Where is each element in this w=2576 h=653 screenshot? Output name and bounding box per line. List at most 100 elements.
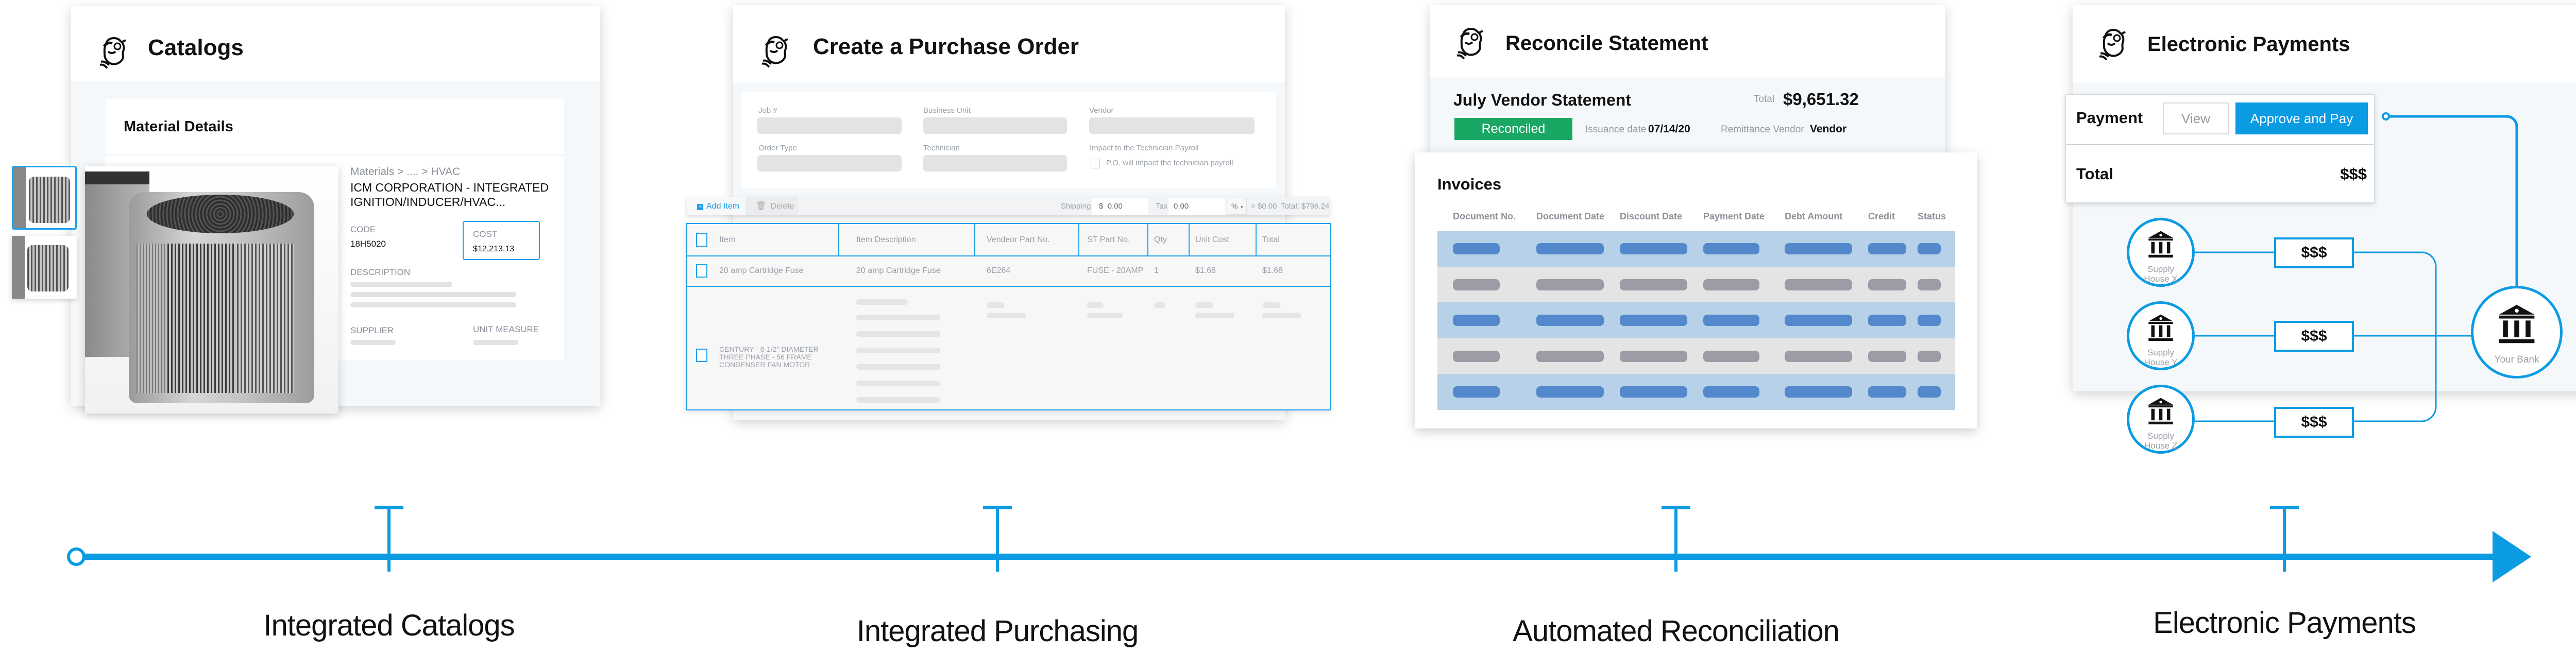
- placeholder-pill: [1918, 315, 1941, 326]
- placeholder-pill: [1868, 350, 1906, 362]
- technician-input[interactable]: [923, 155, 1067, 171]
- panel-header: Create a Purchase Order: [733, 5, 1285, 82]
- code-label: CODE: [350, 225, 376, 234]
- panel-header: Catalogs: [71, 6, 600, 81]
- po-total: Total: $796.24: [1281, 202, 1330, 211]
- placeholder-pill: [1536, 386, 1604, 398]
- invoice-row[interactable]: [1437, 302, 1955, 338]
- page-title: Reconcile Statement: [1505, 32, 1708, 55]
- placeholder-pill: [1536, 350, 1604, 362]
- timeline-tick-cap: [983, 506, 1012, 509]
- column-header: Debt Amount: [1785, 211, 1843, 221]
- po-form: Job # Business Unit Vendor Order Type Te…: [741, 92, 1276, 188]
- row-checkbox[interactable]: [696, 264, 707, 278]
- flow-line-approve-to-bank: [2389, 115, 2518, 286]
- row-checkbox[interactable]: [696, 349, 707, 362]
- placeholder-pill: [1620, 386, 1687, 398]
- reconcile-panel: Reconcile Statement July Vendor Statemen…: [1430, 5, 1945, 160]
- placeholder-bar: [856, 397, 940, 403]
- milestone-label: Automated Reconciliation: [1513, 614, 1840, 648]
- timeline-arrowhead: [2493, 531, 2531, 582]
- placeholder-pill: [1918, 350, 1941, 362]
- placeholder-pill: [1620, 315, 1687, 326]
- invoice-row[interactable]: [1437, 374, 1955, 410]
- placeholder-pill: [1536, 279, 1604, 290]
- placeholder-bar: [1195, 302, 1213, 308]
- tax-unit-select[interactable]: % ▼: [1228, 198, 1247, 215]
- unit-measure-label: UNIT MEASURE: [473, 324, 539, 334]
- placeholder-pill: [1536, 243, 1604, 254]
- product-name: ICM CORPORATION - INTEGRATED IGNITION/IN…: [350, 181, 549, 209]
- placeholder-pill: [1785, 350, 1852, 362]
- placeholder-pill: [1620, 350, 1687, 362]
- invoice-row[interactable]: [1437, 231, 1955, 267]
- page-title: Electronic Payments: [2147, 33, 2350, 56]
- product-image: [85, 166, 338, 414]
- milestone-label: Integrated Purchasing: [856, 614, 1139, 648]
- trash-icon: 🗑: [756, 202, 767, 211]
- vendor-input[interactable]: [1089, 117, 1255, 134]
- cost-field[interactable]: COST $12,213.13: [463, 221, 540, 260]
- shipping-input[interactable]: $ 0.00: [1092, 198, 1148, 215]
- invoice-row[interactable]: [1437, 338, 1955, 374]
- payment-total: $$$: [2340, 165, 2367, 183]
- thumbnail-1[interactable]: [12, 166, 77, 230]
- approve-and-pay-button[interactable]: Approve and Pay: [2235, 102, 2368, 134]
- column-header: Document Date: [1536, 211, 1605, 221]
- page-title: Catalogs: [148, 35, 244, 60]
- placeholder-bar: [856, 381, 940, 386]
- timeline-tick-cap: [375, 506, 403, 509]
- amount-box-y: $$$: [2274, 321, 2354, 352]
- milestone-label: Integrated Catalogs: [263, 609, 515, 642]
- bank-icon: [2147, 313, 2175, 343]
- thumbnail-2[interactable]: [12, 236, 77, 299]
- placeholder-pill: [1453, 279, 1500, 290]
- po-items-table: Item Item Description Vendeor Part No. S…: [686, 223, 1331, 410]
- table-row[interactable]: CENTURY - 6-1/2" DIAMETER THREE PHASE - …: [687, 288, 1330, 409]
- job-input[interactable]: [757, 117, 902, 134]
- placeholder-bar: [856, 331, 940, 337]
- timeline-tick-cap: [2270, 506, 2299, 509]
- caret-down-icon: ▼: [1240, 205, 1244, 210]
- select-all-checkbox[interactable]: [696, 233, 707, 247]
- order-type-input[interactable]: [757, 155, 902, 171]
- timeline-tick: [996, 507, 999, 572]
- placeholder-pill: [1868, 243, 1906, 254]
- bank-icon: [2147, 230, 2175, 260]
- placeholder-pill: [1620, 279, 1687, 290]
- placeholder-bar: [1195, 313, 1234, 318]
- bank-icon: [2147, 397, 2175, 426]
- your-bank[interactable]: Your Bank: [2471, 286, 2563, 379]
- flow-line-x: [2195, 251, 2437, 422]
- remittance-vendor: Vendor: [1810, 123, 1847, 135]
- tax-input[interactable]: 0.00: [1168, 198, 1225, 215]
- placeholder-pill: [1918, 243, 1941, 254]
- business-unit-input[interactable]: [923, 117, 1067, 134]
- delete-button[interactable]: 🗑Delete: [745, 197, 798, 215]
- view-button[interactable]: View: [2163, 102, 2229, 134]
- payroll-checkbox[interactable]: [1091, 159, 1100, 168]
- placeholder-pill: [1785, 386, 1852, 398]
- placeholder-pill: [1703, 279, 1759, 290]
- issuance-date: 07/14/20: [1648, 123, 1690, 135]
- statement-title: July Vendor Statement: [1453, 91, 1631, 109]
- supplier-label: SUPPLIER: [350, 325, 394, 335]
- placeholder-pill: [1453, 386, 1500, 398]
- timeline-tick-cap: [1662, 506, 1690, 509]
- breadcrumb: Materials > .... > HVAC: [350, 166, 461, 178]
- column-header: Status: [1918, 211, 1946, 221]
- timeline-tick: [387, 507, 391, 572]
- add-item-button[interactable]: +Add Item: [687, 197, 745, 215]
- placeholder-pill: [1918, 386, 1941, 398]
- card-title: Material Details: [124, 118, 233, 135]
- table-header: Item Item Description Vendeor Part No. S…: [687, 224, 1330, 256]
- total-label: Total: [1754, 94, 1775, 105]
- timeline-tick: [2283, 507, 2286, 572]
- placeholder-pill: [1703, 386, 1759, 398]
- table-row[interactable]: 20 amp Cartridge Fuse 20 amp Cartridge F…: [687, 256, 1330, 287]
- invoice-row[interactable]: [1437, 266, 1955, 303]
